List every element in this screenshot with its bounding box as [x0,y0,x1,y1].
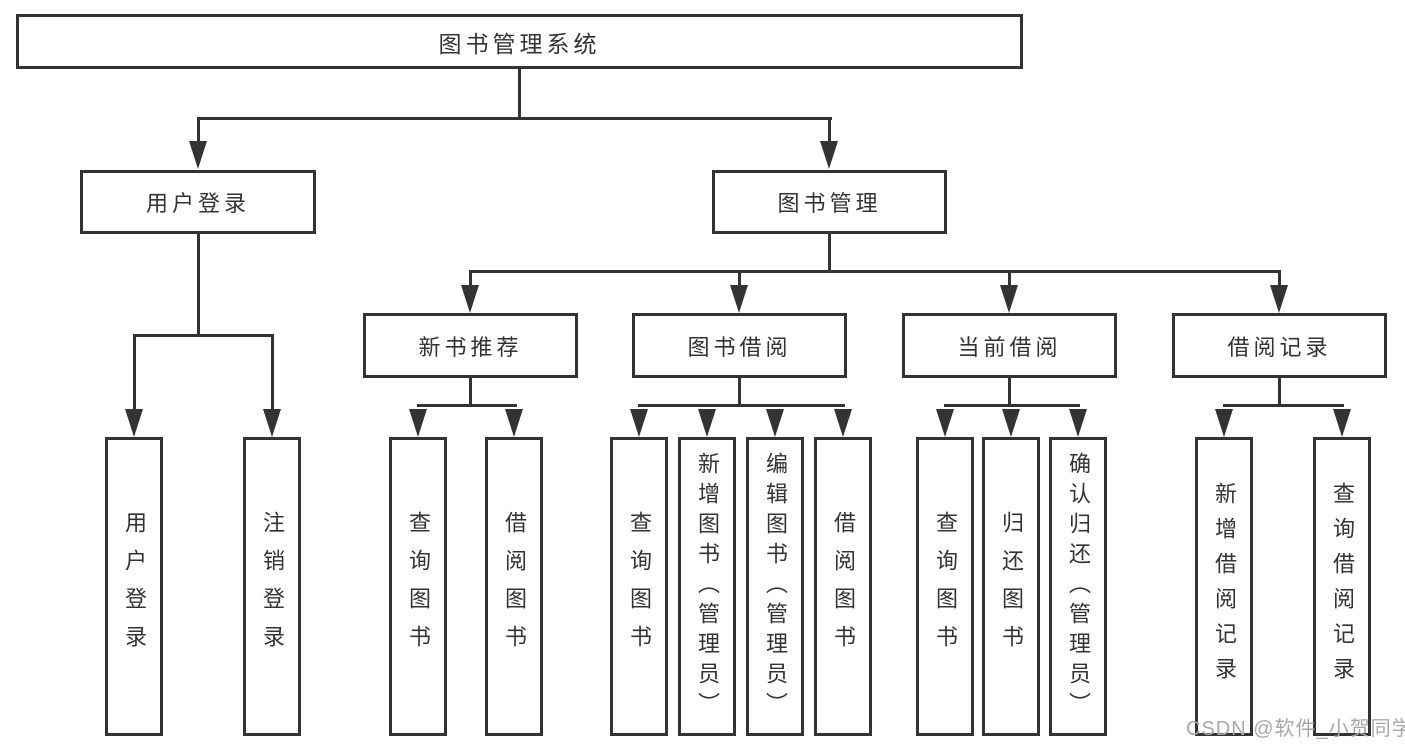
node-user-login: 用户登录 [80,170,316,234]
leaf-current-query-books: 查询图书 [916,437,974,736]
node-label: 图书管理 [777,191,882,216]
node-label: 查询图书 [627,510,652,663]
leaf-borrowing-query-books: 查询图书 [610,437,668,736]
connector-line [638,404,845,407]
node-label: 新增图书（管理员） [695,451,720,722]
connector-line [469,270,1281,273]
leaf-borrowing-add-books-admin: 新增图书（管理员） [678,437,736,736]
connector-line [738,272,741,287]
node-label: 借阅图书 [502,510,527,663]
leaf-user-login: 用户登录 [105,437,163,736]
leaf-borrowing-edit-books-admin: 编辑图书（管理员） [746,437,804,736]
arrow-down-icon [630,409,648,437]
node-label: 图书管理系统 [438,30,601,57]
node-label: 新书推荐 [418,334,523,360]
connector-line [1008,377,1011,407]
connector-line [1223,404,1344,407]
node-label: 当前借阅 [957,334,1062,360]
arrow-down-icon [820,141,838,169]
node-label: 编辑图书（管理员） [763,451,788,722]
arrow-down-icon [834,409,852,437]
arrow-down-icon [1002,409,1020,437]
connector-line [1278,377,1281,407]
arrow-down-icon [189,141,207,169]
arrow-down-icon [1333,409,1351,437]
node-label: 用户登录 [145,191,250,216]
connector-line [417,404,517,407]
connector-line [518,67,521,119]
arrow-down-icon [1215,409,1233,437]
arrow-down-icon [936,409,954,437]
connector-line [469,272,472,287]
node-book-borrowing: 图书借阅 [632,313,847,378]
leaf-records-query-borrow-record: 查询借阅记录 [1313,437,1371,736]
leaf-borrowing-borrow-books: 借阅图书 [814,437,872,736]
node-label: 归还图书 [999,510,1024,663]
arrow-down-icon [766,409,784,437]
watermark: CSDN @软件_小贺同学 [1186,718,1405,740]
connector-line [197,233,200,337]
node-library-system: 图书管理系统 [16,14,1023,69]
connector-line [133,334,274,337]
node-label: 借阅图书 [831,510,856,663]
leaf-records-add-borrow-record: 新增借阅记录 [1195,437,1253,736]
arrow-down-icon [461,285,479,313]
connector-line [738,377,741,407]
connector-line [197,117,200,143]
connector-line [469,377,472,407]
node-label: 查询图书 [933,510,958,663]
connector-line [828,117,831,143]
arrow-down-icon [125,409,143,437]
arrow-down-icon [263,409,281,437]
leaf-recommend-query-books: 查询图书 [389,437,447,736]
node-borrowing-records: 借阅记录 [1172,313,1387,378]
leaf-current-return-books: 归还图书 [982,437,1040,736]
arrow-down-icon [698,409,716,437]
arrow-down-icon [730,285,748,313]
node-book-management: 图书管理 [712,170,947,234]
node-label: 确认归还（管理员） [1066,451,1091,722]
node-label: 图书借阅 [687,334,792,360]
node-label: 注销登录 [260,510,285,663]
arrow-down-icon [1000,285,1018,313]
node-label: 用户登录 [122,510,147,663]
arrow-down-icon [505,409,523,437]
node-label: 查询借阅记录 [1330,481,1355,692]
node-label: 借阅记录 [1227,334,1332,360]
node-current-borrowing: 当前借阅 [902,313,1117,378]
arrow-down-icon [409,409,427,437]
leaf-recommend-borrow-books: 借阅图书 [485,437,543,736]
connector-line [1278,272,1281,287]
node-new-book-recommendation: 新书推荐 [363,313,578,378]
connector-line [133,336,136,411]
arrow-down-icon [1270,285,1288,313]
leaf-logout: 注销登录 [243,437,301,736]
node-label: 查询图书 [406,510,431,663]
leaf-current-confirm-return-admin: 确认归还（管理员） [1049,437,1107,736]
connector-line [197,117,832,120]
node-label: 新增借阅记录 [1212,481,1237,692]
connector-line [828,233,831,273]
connector-line [1008,272,1011,287]
arrow-down-icon [1069,409,1087,437]
connector-line [271,336,274,411]
connector-line [944,404,1080,407]
